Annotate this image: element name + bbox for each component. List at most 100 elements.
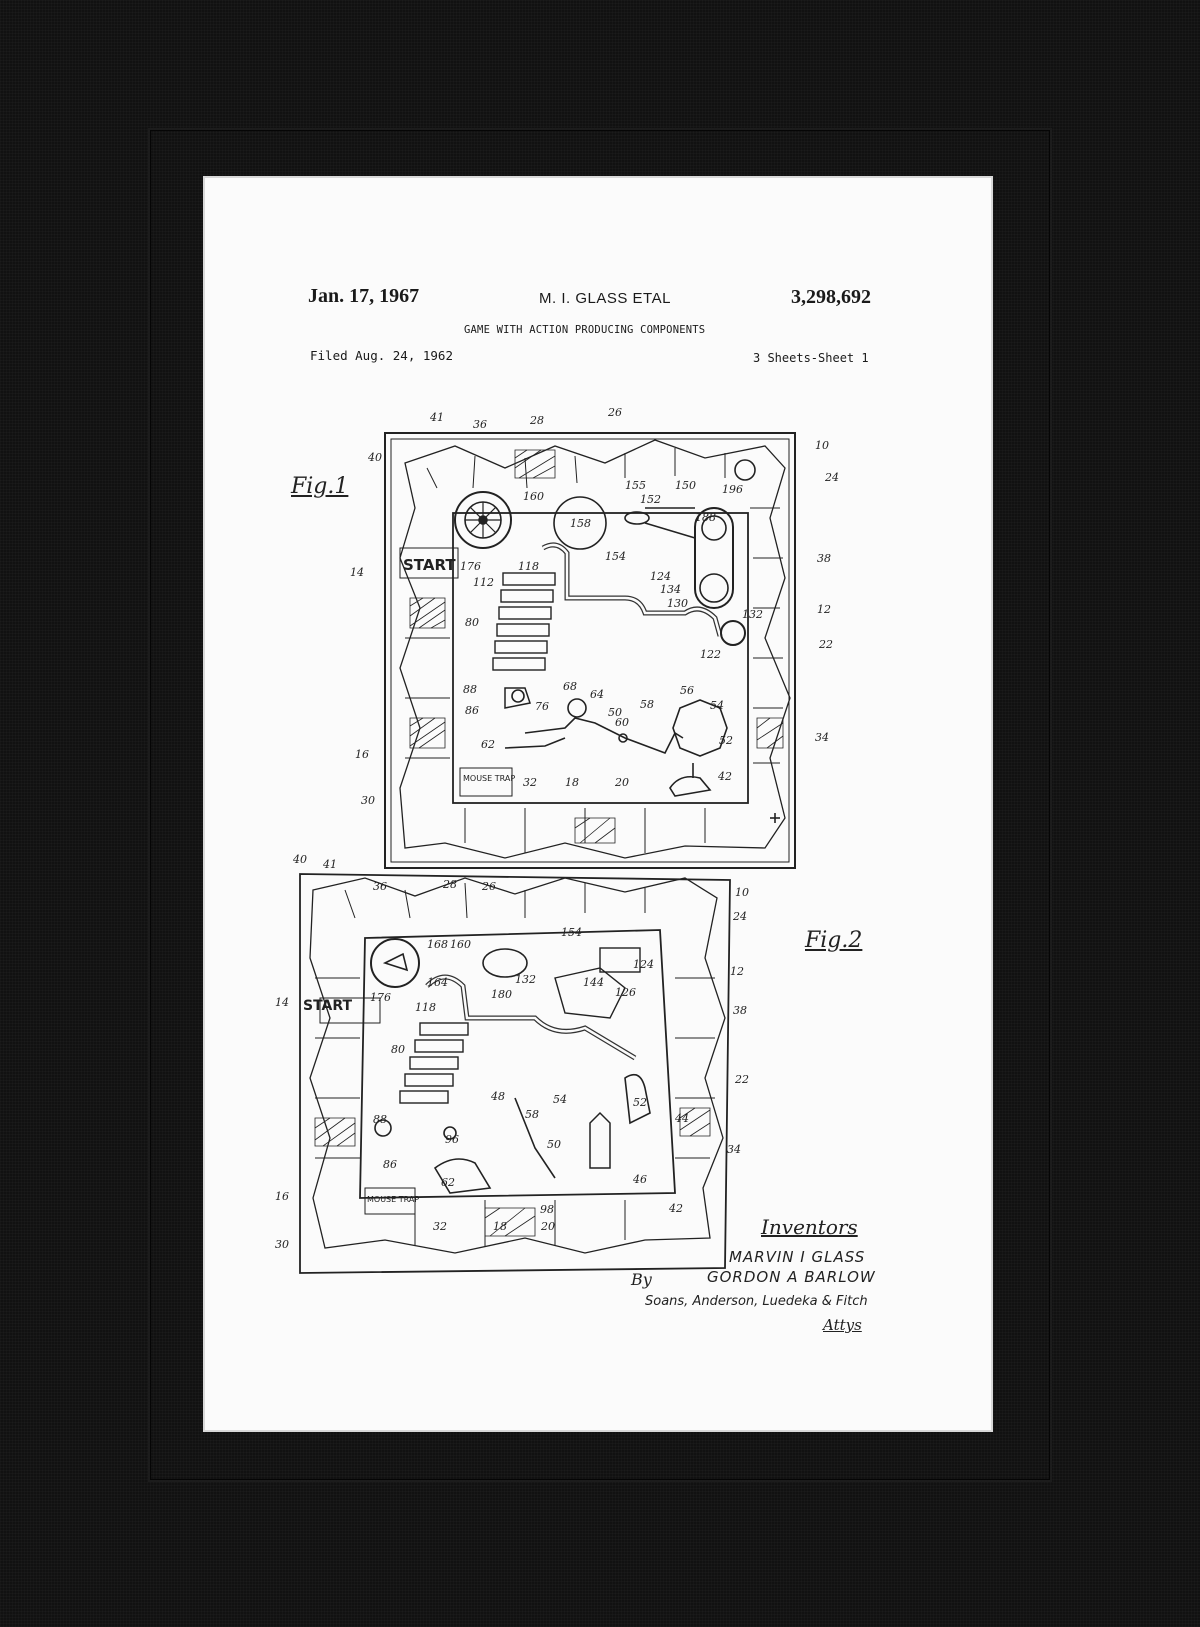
- svg-text:62: 62: [441, 1176, 455, 1189]
- patent-sheet-count: 3 Sheets-Sheet 1: [753, 351, 869, 365]
- svg-text:30: 30: [275, 1238, 289, 1251]
- svg-text:144: 144: [583, 976, 604, 989]
- svg-text:44: 44: [674, 1112, 689, 1125]
- svg-text:24: 24: [824, 471, 839, 484]
- svg-text:196: 196: [722, 483, 743, 496]
- svg-text:80: 80: [465, 616, 479, 629]
- svg-text:132: 132: [742, 608, 763, 621]
- svg-text:176: 176: [370, 991, 391, 1004]
- svg-text:12: 12: [817, 603, 831, 616]
- svg-text:68: 68: [563, 680, 577, 693]
- svg-text:176: 176: [460, 560, 481, 573]
- by-label: By: [631, 1270, 652, 1289]
- svg-text:80: 80: [391, 1043, 405, 1056]
- svg-text:150: 150: [675, 479, 696, 492]
- svg-text:52: 52: [633, 1096, 647, 1109]
- figure-2-label: Fig.2: [805, 928, 863, 953]
- patent-number: 3,298,692: [791, 286, 871, 308]
- svg-text:132: 132: [515, 973, 536, 986]
- svg-text:26: 26: [607, 406, 622, 419]
- svg-text:26: 26: [481, 880, 496, 893]
- svg-text:20: 20: [540, 1220, 555, 1233]
- figure-1-label: Fig.1: [291, 474, 349, 499]
- svg-text:54: 54: [553, 1093, 567, 1106]
- svg-text:130: 130: [667, 597, 688, 610]
- svg-text:164: 164: [427, 976, 448, 989]
- svg-text:40: 40: [367, 451, 382, 464]
- mat-bevel: [148, 128, 1052, 1482]
- svg-text:124: 124: [633, 958, 654, 971]
- svg-text:112: 112: [473, 576, 494, 589]
- svg-text:154: 154: [561, 926, 582, 939]
- svg-text:60: 60: [615, 716, 629, 729]
- svg-text:155: 155: [625, 479, 646, 492]
- svg-text:32: 32: [433, 1220, 447, 1233]
- svg-text:58: 58: [640, 698, 654, 711]
- svg-text:42: 42: [717, 770, 732, 783]
- svg-text:10: 10: [735, 886, 749, 899]
- svg-text:180: 180: [491, 988, 512, 1001]
- figure-1-board: [384, 432, 796, 869]
- patent-drawings: 41 36 28 26 10 24 40 38 14 12 22 80 88 86 62 16 30 3…: [275, 406, 839, 1274]
- fig2-start-label: START: [303, 998, 353, 1014]
- svg-text:50: 50: [608, 706, 622, 719]
- svg-text:160: 160: [523, 490, 544, 503]
- svg-text:64: 64: [590, 688, 604, 701]
- inventor-2-name: GORDON A BARLOW: [707, 1268, 876, 1286]
- svg-text:12: 12: [730, 965, 744, 978]
- patent-title: GAME WITH ACTION PRODUCING COMPONENTS: [464, 324, 706, 336]
- svg-text:14: 14: [350, 566, 364, 579]
- svg-text:154: 154: [605, 550, 626, 563]
- svg-text:86: 86: [383, 1158, 397, 1171]
- svg-text:38: 38: [733, 1004, 747, 1017]
- svg-text:98: 98: [540, 1203, 554, 1216]
- svg-text:152: 152: [640, 493, 661, 506]
- inventors-label: Inventors: [761, 1215, 858, 1239]
- svg-text:22: 22: [734, 1073, 749, 1086]
- svg-text:24: 24: [732, 910, 747, 923]
- svg-text:16: 16: [275, 1190, 289, 1203]
- svg-text:118: 118: [415, 1001, 436, 1014]
- patent-inventor-short: M. I. GLASS ETAL: [539, 290, 671, 307]
- svg-text:88: 88: [373, 1113, 387, 1126]
- fig1-mouse-trap-label: MOUSE TRAP: [463, 774, 515, 783]
- svg-text:36: 36: [473, 418, 487, 431]
- svg-text:160: 160: [450, 938, 471, 951]
- svg-text:46: 46: [632, 1173, 647, 1186]
- svg-text:16: 16: [355, 748, 369, 761]
- fig1-start-label: START: [403, 556, 456, 574]
- svg-text:28: 28: [442, 878, 457, 891]
- svg-text:36: 36: [373, 880, 387, 893]
- svg-text:52: 52: [719, 734, 733, 747]
- svg-text:38: 38: [817, 552, 831, 565]
- svg-text:34: 34: [815, 731, 829, 744]
- svg-text:34: 34: [727, 1143, 741, 1156]
- svg-text:134: 134: [660, 583, 681, 596]
- svg-text:14: 14: [275, 996, 289, 1009]
- svg-text:188: 188: [695, 511, 716, 524]
- svg-text:22: 22: [818, 638, 833, 651]
- svg-text:42: 42: [668, 1202, 683, 1215]
- inventor-1-name: MARVIN I GLASS: [729, 1248, 866, 1266]
- svg-text:62: 62: [481, 738, 495, 751]
- svg-text:168: 168: [427, 938, 448, 951]
- fig2-mouse-trap-label: MOUSE TRAP: [367, 1195, 419, 1204]
- patent-sheet: Jan. 17, 1967 M. I. GLASS ETAL 3,298,692…: [205, 178, 991, 1430]
- svg-text:158: 158: [570, 517, 591, 530]
- svg-text:122: 122: [700, 648, 721, 661]
- svg-text:32: 32: [523, 776, 537, 789]
- svg-text:58: 58: [525, 1108, 539, 1121]
- svg-text:28: 28: [529, 414, 544, 427]
- attorneys-signature: Soans, Anderson, Luedeka & Fitch: [645, 1294, 868, 1309]
- svg-text:40: 40: [292, 853, 307, 866]
- svg-text:76: 76: [535, 700, 549, 713]
- svg-text:96: 96: [445, 1133, 459, 1146]
- svg-text:41: 41: [322, 858, 337, 871]
- svg-text:88: 88: [463, 683, 477, 696]
- svg-text:118: 118: [518, 560, 539, 573]
- patent-filed-date: Filed Aug. 24, 1962: [310, 348, 453, 363]
- svg-text:86: 86: [465, 704, 479, 717]
- svg-text:20: 20: [614, 776, 629, 789]
- svg-text:18: 18: [565, 776, 579, 789]
- svg-text:126: 126: [615, 986, 636, 999]
